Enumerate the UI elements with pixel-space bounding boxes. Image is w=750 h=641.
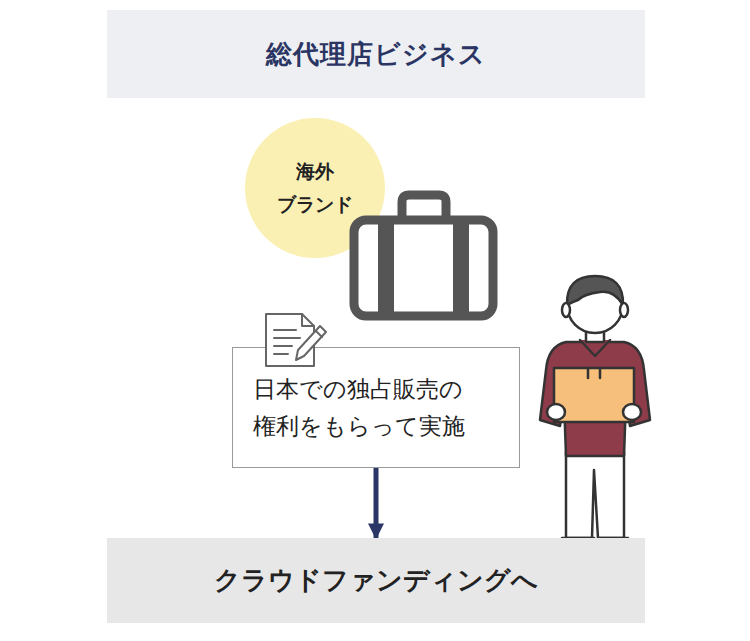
process-box: 日本での独占販売の 権利をもらって実施	[232, 347, 520, 468]
diagram-title: 総代理店ビジネス	[266, 37, 486, 72]
brand-circle: 海外 ブランド	[245, 118, 385, 258]
title-band: 総代理店ビジネス	[107, 10, 645, 98]
flow-arrow	[374, 468, 379, 538]
node-text: 日本での独占販売の 権利をもらって実施	[253, 371, 499, 445]
result-band: クラウドファンディングへ	[107, 538, 645, 623]
person-figure	[540, 276, 650, 552]
node-text: 海外 ブランド	[265, 155, 365, 222]
node-text: クラウドファンディングへ	[214, 564, 538, 598]
